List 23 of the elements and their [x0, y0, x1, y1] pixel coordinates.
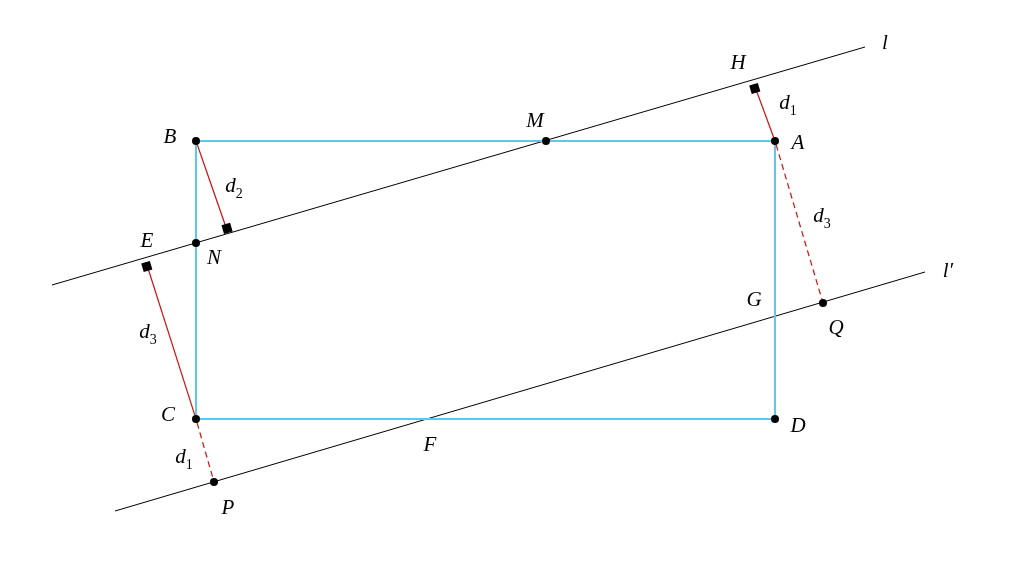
point-label: M [526, 109, 544, 131]
point-label: B [163, 125, 177, 147]
segment [195, 144, 197, 416]
distance-label: d$_{1}$ [779, 92, 797, 118]
point-label: Q [828, 316, 844, 338]
distance-label: d$_{3}$ [813, 205, 831, 231]
point-label: G [746, 288, 762, 310]
point-label: D [790, 414, 806, 436]
segment [199, 418, 772, 420]
point-label: A [791, 131, 805, 153]
point-label: P [221, 496, 235, 518]
segment [199, 140, 772, 142]
point-label: H [730, 51, 746, 73]
segment [774, 144, 776, 416]
dashed-segment [196, 422, 214, 479]
point-label: C [161, 403, 175, 425]
distance-label: d$_{2}$ [225, 175, 243, 201]
point-label: F [423, 433, 437, 455]
point-label: E [140, 229, 154, 251]
distance-label: d$_{3}$ [139, 321, 157, 347]
point-label: N [207, 246, 221, 268]
dashed-segment [775, 144, 823, 300]
distance-label: d$_{1}$ [175, 446, 193, 472]
